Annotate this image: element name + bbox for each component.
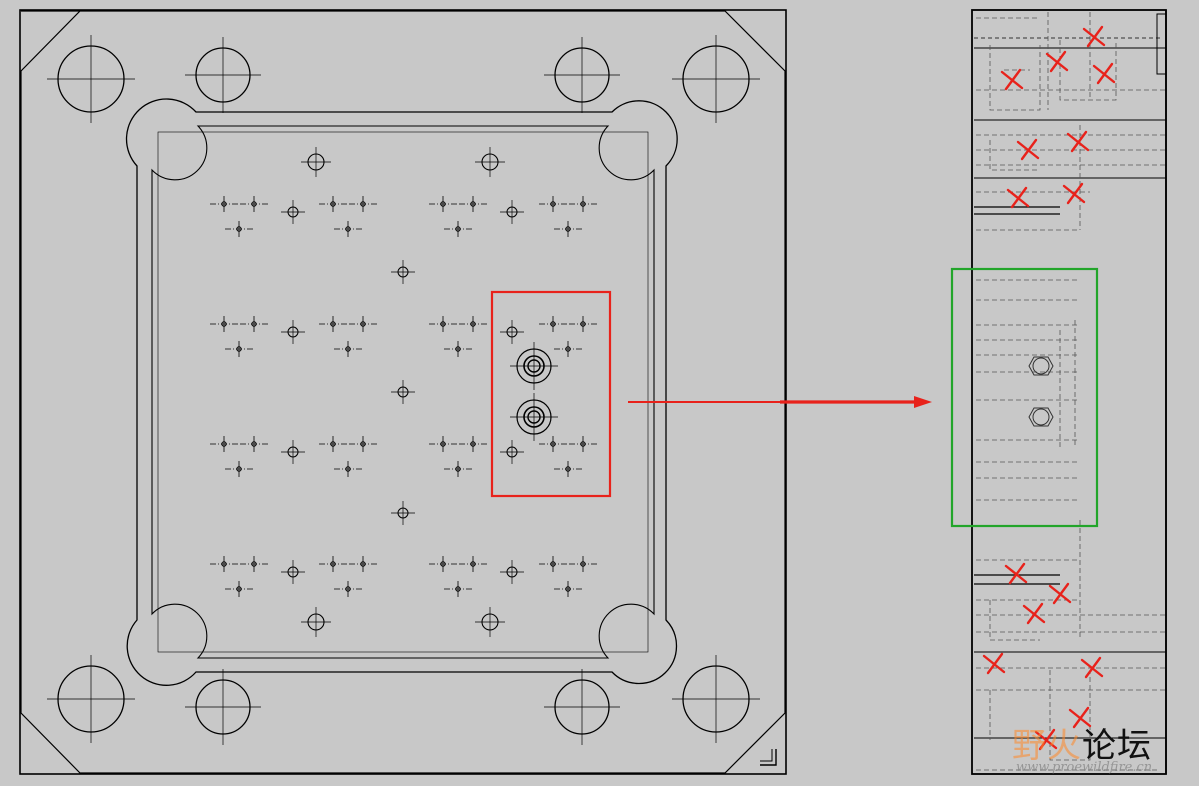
side-view-holes xyxy=(1028,356,1054,427)
watermark-orange-text: 野火 xyxy=(1012,726,1082,766)
watermark-url: www.proewildfire.cn xyxy=(1016,760,1153,775)
highlight-box-green xyxy=(950,267,1099,528)
hidden-lines xyxy=(976,12,1166,771)
sprue-bushing-holes xyxy=(510,342,558,441)
forum-watermark: 野火论坛 www.proewildfire.cn xyxy=(1012,716,1192,782)
ejector-pin-holes xyxy=(280,199,525,585)
pocket-inner-outline xyxy=(151,125,655,659)
watermark-dark-text: 论坛 xyxy=(1082,726,1152,766)
pointer-arrow xyxy=(628,396,932,408)
guide-pin-holes xyxy=(46,34,761,746)
mold-side-view xyxy=(971,9,1167,775)
highlight-box-red xyxy=(490,290,612,498)
mold-plate-top-view xyxy=(19,9,787,775)
pocket-outer-outline xyxy=(125,98,678,686)
